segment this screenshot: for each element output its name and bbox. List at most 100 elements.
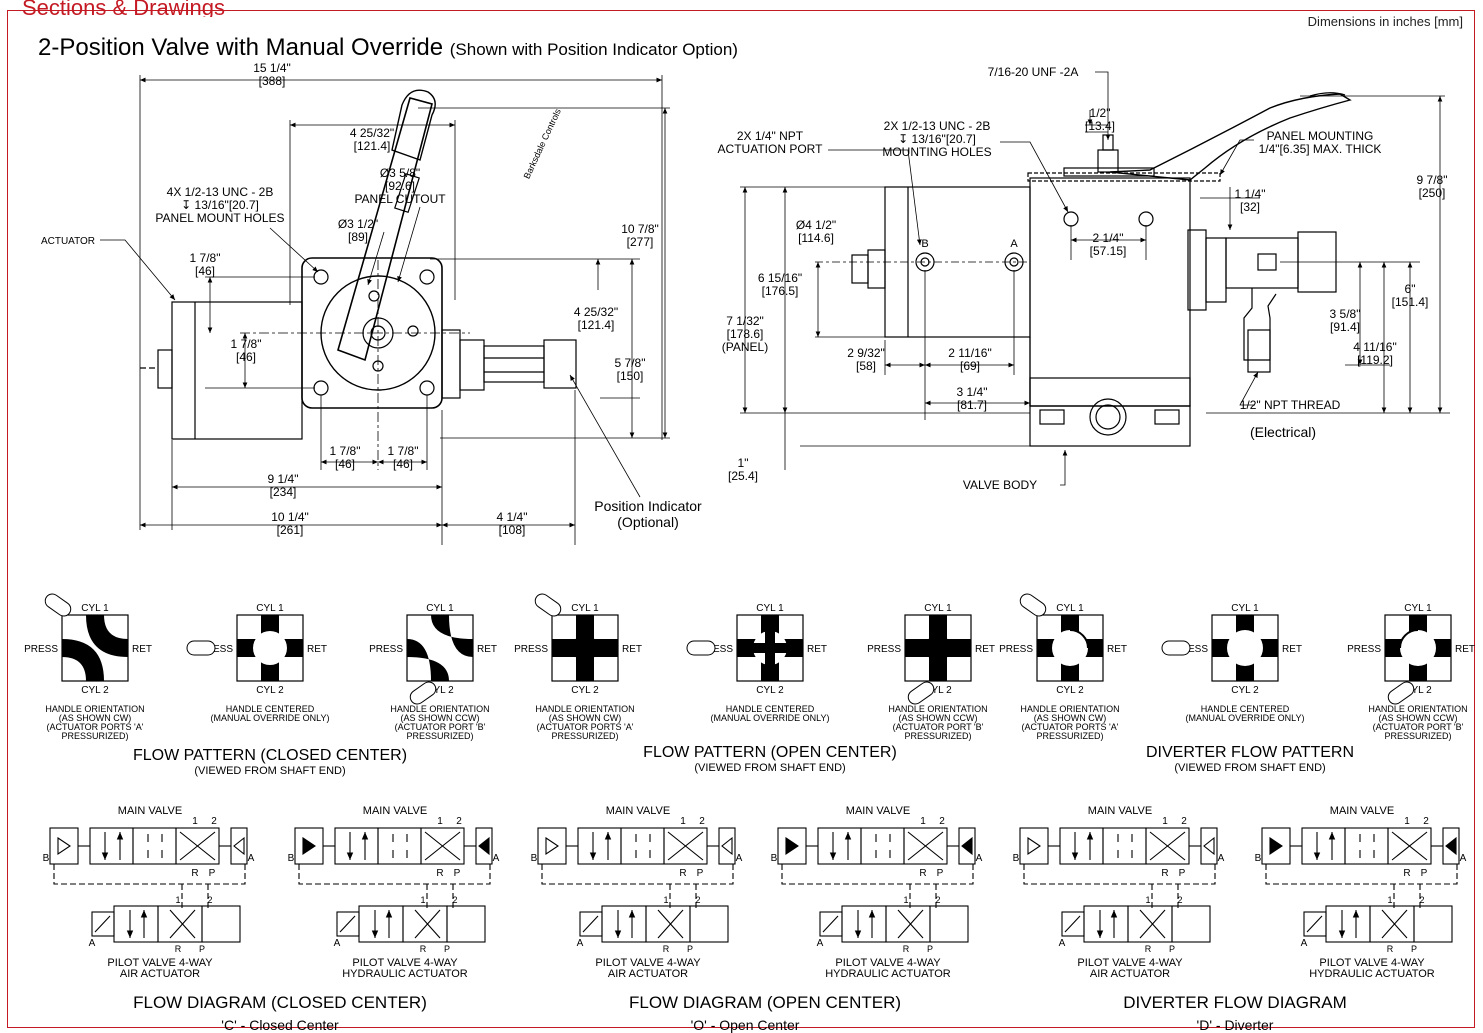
port-p: P [937,868,944,879]
caption-fp-diverter: DIVERTER FLOW PATTERN(VIEWED FROM SHAFT … [1146,744,1354,774]
pilot-port-p: P [199,944,205,954]
port-press: PRESS [867,644,901,655]
port-2: 2 [699,816,705,827]
pilot-port-p: P [1411,944,1417,954]
label-panel-holes-line: PANEL MOUNT HOLES [155,211,284,225]
main-valve-label: MAIN VALVE [1088,805,1152,817]
pilot-port-r: R [663,944,670,954]
label-panel-holes-line: ↧ 13/16"[20.7] [181,198,259,212]
pilot-port-p: P [444,944,450,954]
label-panel-cutout-line: [92.6] [385,179,415,193]
pilot-label: HYDRAULIC ACTUATOR [825,968,951,980]
valve-side [1029,177,1191,407]
pilot-port-r: R [175,944,182,954]
dim-9-7-8: 9 7/8"[250] [1417,173,1448,200]
actuator-body [171,301,303,440]
dim-5-7-8-line: [150] [617,369,644,383]
handle-caption: (ACTUATOR PORTS 'A' [537,722,634,732]
pilot-label: PILOT VALVE 4-WAY [1319,957,1425,969]
dim-2-11-16-line: [69] [960,359,980,373]
pilot-port-r: R [420,944,427,954]
pilot-port-2: 2 [695,895,700,905]
port-p: P [1421,868,1428,879]
footer-diverter: 'D' - Diverter [1196,1017,1274,1033]
dim-2-9-32-line: [58] [856,359,876,373]
dim-4-1-4: 4 1/4"[108] [497,510,528,537]
handle-caption: HANDLE ORIENTATION [888,704,987,714]
dim-9-1-4-line: 9 1/4" [268,472,299,486]
section-header: Sections & Drawings [22,0,225,17]
label-npt-thread-line: 1/2" NPT THREAD [1240,398,1341,412]
label-port-b: B [921,238,928,250]
dim-1-7-8-right-line: 1 7/8" [388,444,419,458]
dim-7-1-32-line: (PANEL) [722,340,768,354]
dim-dia-4-1-2-line: Ø4 1/2" [796,218,836,232]
port-1: 1 [437,816,443,827]
label-port-a: A [1010,238,1018,250]
pilot-port-1: 1 [663,895,668,905]
label-valve-body: VALVE BODY [963,478,1037,492]
handle-caption: (ACTUATOR PORTS 'A' [47,722,144,732]
dim-1-7-8-left: 1 7/8"[46] [330,444,361,471]
dim-3-1-4-line: 3 1/4" [957,385,988,399]
dim-10-1-4: 10 1/4"[261] [271,510,309,537]
pilot-port-p: P [687,944,693,954]
port-press: PRESS [369,644,403,655]
handle-caption: (AS SHOWN CCW) [899,713,978,723]
port-b: B [771,853,778,864]
port-r: R [679,868,686,879]
port-2: 2 [211,816,217,827]
pilot-port-r: R [1387,944,1394,954]
handle-caption: (ACTUATOR PORTS 'A' [1022,722,1119,732]
handle-stub [907,681,935,705]
handle-caption: (ACTUATOR PORT 'B' [1373,722,1464,732]
front-view [100,75,670,545]
handle-caption: PRESSURIZED) [904,731,971,741]
port-2: 2 [939,816,945,827]
caption-fp-diverter-sub: (VIEWED FROM SHAFT END) [1174,762,1326,774]
port-1: 1 [192,816,198,827]
dim-10-7-8: 10 7/8"[277] [621,222,659,249]
dim-4-25-32-right-line: 4 25/32" [574,305,618,319]
dim-4-1-4-line: [108] [499,523,526,537]
dim-dia-4-1-2-line: [114.6] [798,231,834,245]
port-cyl1: CYL 1 [1056,603,1084,614]
dim-1-7-8-left-line: 1 7/8" [330,444,361,458]
dim-3-1-4-line: [81.7] [957,398,987,412]
dim-7-1-32-line: 7 1/32" [726,314,764,328]
handle-caption: (MANUAL OVERRIDE ONLY) [210,713,329,723]
port-cyl2: CYL 2 [1231,685,1259,696]
dim-4-25-32-top-line: [121.4] [354,139,391,153]
label-position-indicator-line: (Optional) [617,514,678,530]
footer-closed: 'C' - Closed Center [221,1017,339,1033]
label-mount-holes-line: 2X 1/2-13 UNC - 2B [884,119,991,133]
dim-4-25-32-right-line: [121.4] [578,318,615,332]
port-b: B [43,853,50,864]
label-panel-cutout: Ø3 5/8"[92.6]PANEL CUTOUT [354,166,446,206]
dim-1: 1"[25.4] [728,456,758,483]
caption-fp-closed-title: FLOW PATTERN (CLOSED CENTER) [132,747,408,764]
port-b: B [288,853,295,864]
pilot-port-a: A [1059,938,1066,949]
pilot-port-1: 1 [903,895,908,905]
pilot-label: PILOT VALVE 4-WAY [352,957,458,969]
pilot-port-a: A [334,938,341,949]
caption-fp-open-sub: (VIEWED FROM SHAFT END) [694,762,846,774]
caption-fd-open: FLOW DIAGRAM (OPEN CENTER) [628,993,902,1012]
handle-stub [534,593,562,617]
pilot-port-r: R [903,944,910,954]
port-p: P [697,868,704,879]
pilot-port-p: P [927,944,933,954]
dim-2-11-16: 2 11/16"[69] [948,346,991,373]
label-panel-holes: 4X 1/2-13 UNC - 2B↧ 13/16"[20.7]PANEL MO… [155,185,284,225]
dim-overall-width-line: [388] [259,74,286,88]
pilot-label: PILOT VALVE 4-WAY [835,957,941,969]
pilot-port-2: 2 [1177,895,1182,905]
pilot-label: HYDRAULIC ACTUATOR [1309,968,1435,980]
dim-6-15-16-line: [176.5] [762,284,799,298]
dim-1-line: [25.4] [728,469,758,483]
